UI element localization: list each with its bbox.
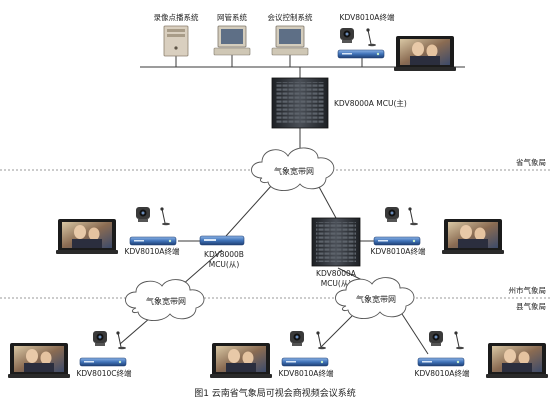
label-bottom-mid-terminal: KDV8010A终端: [279, 368, 334, 378]
cloud-top: [251, 147, 335, 191]
label-recording-system: 录像点播系统: [154, 12, 199, 22]
label-top-terminal: KDV8010A终端: [340, 12, 395, 22]
confctrl-pc: [271, 25, 309, 56]
mcu-b: [199, 235, 245, 246]
cloud-right-label: 气象宽带网: [356, 294, 396, 304]
label-confctrl-system: 会议控制系统: [268, 12, 313, 22]
label-mcu-main: KDV8000A MCU(主): [334, 98, 407, 108]
label-mcu-a-line1: KDV8000A: [316, 269, 357, 278]
label-mcu-a-line2: MCU(从): [321, 279, 352, 288]
level-label-prefecture: 州市气象局: [509, 285, 547, 295]
label-bottom-left-terminal: KDV8010C终端: [76, 368, 132, 378]
level-label-province: 省气象局: [516, 157, 546, 167]
level-label-county: 县气象局: [516, 301, 546, 311]
label-mcu-b-line2: MCU(从): [209, 260, 240, 269]
cloud-left: [125, 279, 205, 321]
mcu-a-slave: [311, 217, 361, 267]
cloud-top-label: 气象宽带网: [274, 166, 314, 176]
label-middle-right-terminal: KDV8010A终端: [371, 246, 426, 256]
cloud-right: [335, 277, 415, 319]
label-middle-left-terminal: KDV8010A终端: [125, 246, 180, 256]
figure-caption: 图1 云南省气象局可视会商视频会议系统: [194, 387, 356, 399]
mcu-main: [271, 77, 329, 129]
label-mcu-b-line1: KDV8000B: [204, 250, 244, 259]
netmgmt-pc: [213, 25, 251, 56]
label-bottom-right-terminal: KDV8010A终端: [415, 368, 470, 378]
cloud-left-label: 气象宽带网: [146, 296, 186, 306]
top-terminal: [337, 27, 456, 71]
label-netmgmt-system: 网管系统: [217, 12, 247, 22]
recording-server: [163, 25, 189, 57]
